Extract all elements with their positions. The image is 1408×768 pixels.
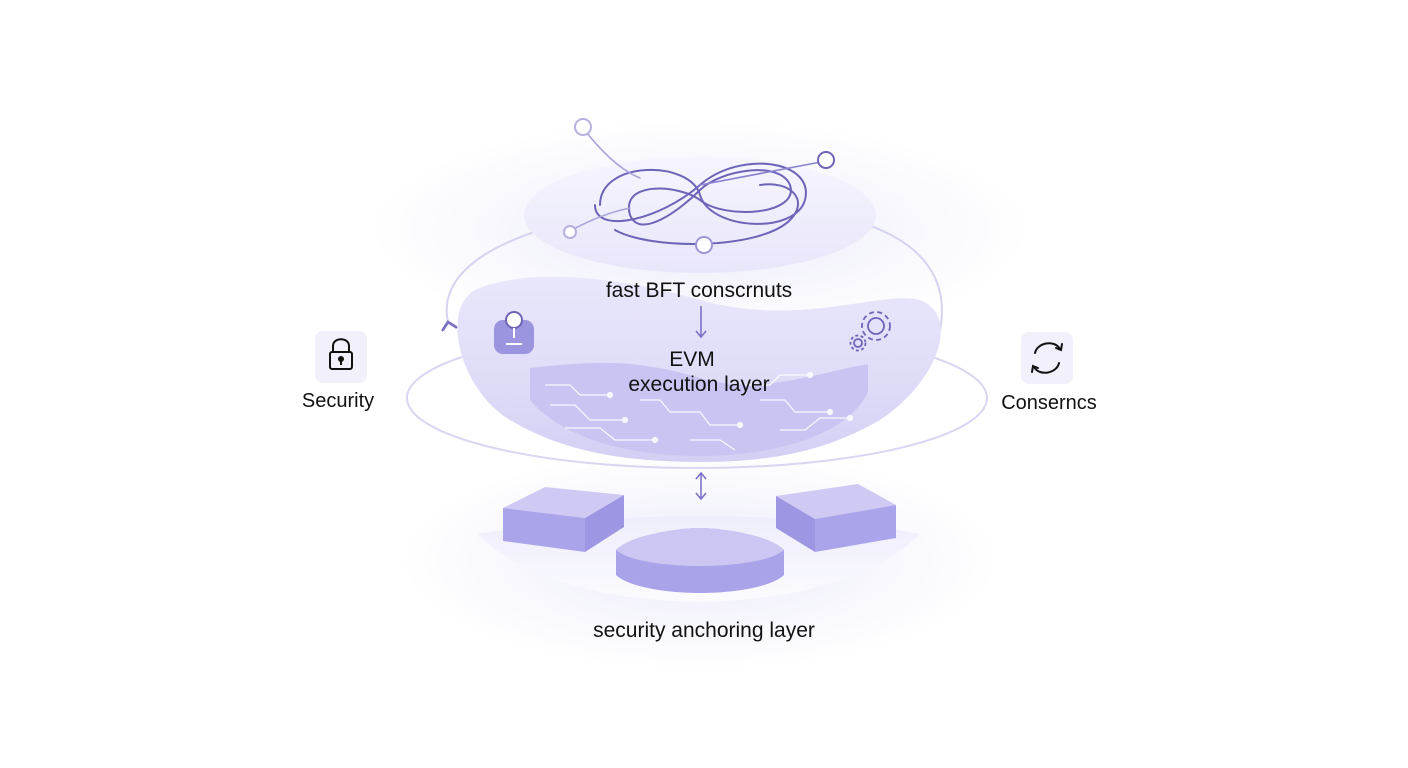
consensus-node — [574, 118, 592, 136]
circuit-panel — [530, 362, 868, 456]
bidirectional-arrow-head-down — [695, 492, 707, 501]
circuit-traces — [545, 371, 854, 451]
down-arrow-head — [695, 330, 707, 339]
security-label: Security — [302, 390, 374, 412]
execution-layer-subtitle: execution layer — [628, 373, 769, 396]
anchor-block-right — [776, 484, 896, 552]
consensus-node — [695, 236, 713, 254]
security-icon-box — [315, 331, 367, 383]
consensus-node — [817, 151, 835, 169]
consensus-layer-label: fast BFT conscrnuts — [606, 279, 792, 302]
gears-icon — [849, 311, 891, 352]
anchor-block-center — [616, 528, 784, 593]
consensus-side-label: Conserncs — [1001, 392, 1097, 414]
consensus-node — [563, 225, 577, 239]
consensus-disc — [524, 157, 876, 273]
bidirectional-arrow-head-up — [695, 471, 707, 480]
validator-node-icon — [494, 311, 534, 354]
lock-icon — [329, 338, 353, 370]
anchoring-layer-label: security anchoring layer — [593, 619, 815, 642]
execution-layer-title: EVM — [669, 348, 715, 371]
consensus-icon-box — [1021, 332, 1073, 384]
refresh-cycle-icon — [1031, 342, 1063, 374]
anchor-block-left — [503, 487, 624, 552]
